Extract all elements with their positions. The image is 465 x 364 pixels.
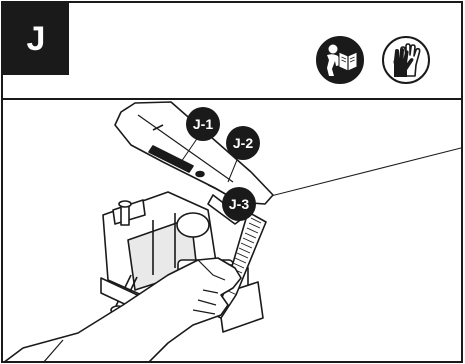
callout-label-j-1: J-1 [193, 116, 213, 132]
callout-label-j-2: J-2 [233, 135, 253, 151]
wear-gloves-icon [382, 36, 430, 84]
step-letter-badge: J [3, 3, 69, 75]
callout-label-j-3: J-3 [229, 196, 249, 212]
blade-sharpening-illustration: J-1 J-2 J-3 [3, 100, 461, 363]
step-letter: J [27, 20, 46, 59]
read-manual-icon [316, 36, 364, 84]
callout-leader-line [243, 148, 461, 203]
wear-gloves-icon-graphic [384, 38, 428, 82]
read-manual-icon-graphic [318, 38, 362, 82]
step-header: J [3, 3, 461, 100]
callout-j-3: J-3 [222, 187, 256, 221]
